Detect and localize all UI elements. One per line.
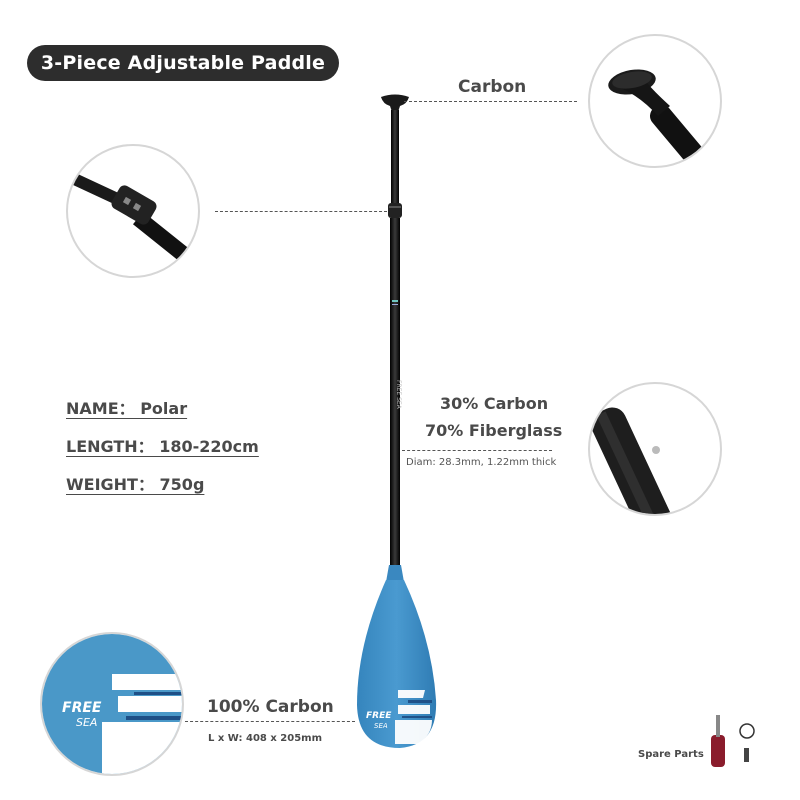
callout-line-shaft [402,450,552,451]
paddle-clamp [388,203,402,218]
callout-line-clamp [215,211,387,212]
svg-text:SEA: SEA [76,716,97,729]
spare-parts-label: Spare Parts [638,749,704,760]
blade-size-label: L x W: 408 x 205mm [208,733,322,744]
svg-text:FREE SEA: FREE SEA [395,380,402,410]
callout-line-handle [404,101,577,102]
product-title: 3-Piece Adjustable Paddle [27,45,339,81]
clamp-detail-circle [66,144,200,278]
paddle-handle [381,94,409,112]
blade-material-label: 100% Carbon [207,697,334,717]
paddle-upper-shaft [391,110,399,210]
shaft-material-line1: 30% Carbon [440,394,549,413]
spec-length: LENGTH： 180-220cm [66,437,259,456]
blade-detail-circle: FREE SEA [40,632,184,776]
svg-text:FREE: FREE [62,700,102,716]
callout-line-blade [185,721,355,722]
shaft-diameter-label: Diam: 28.3mm, 1.22mm thick [406,457,557,468]
spec-weight: WEIGHT： 750g [66,475,205,494]
handle-detail-circle [588,34,722,168]
spec-name: NAME： Polar [66,399,188,418]
svg-text:FREE: FREE [366,711,392,721]
shaft-detail-circle [588,382,722,516]
svg-text:SEA: SEA [374,722,388,730]
paddle-main-shaft [390,218,400,570]
handle-material-label: Carbon [458,77,527,97]
shaft-material-line2: 70% Fiberglass [425,421,563,440]
paddle-blade-neck [386,565,404,582]
